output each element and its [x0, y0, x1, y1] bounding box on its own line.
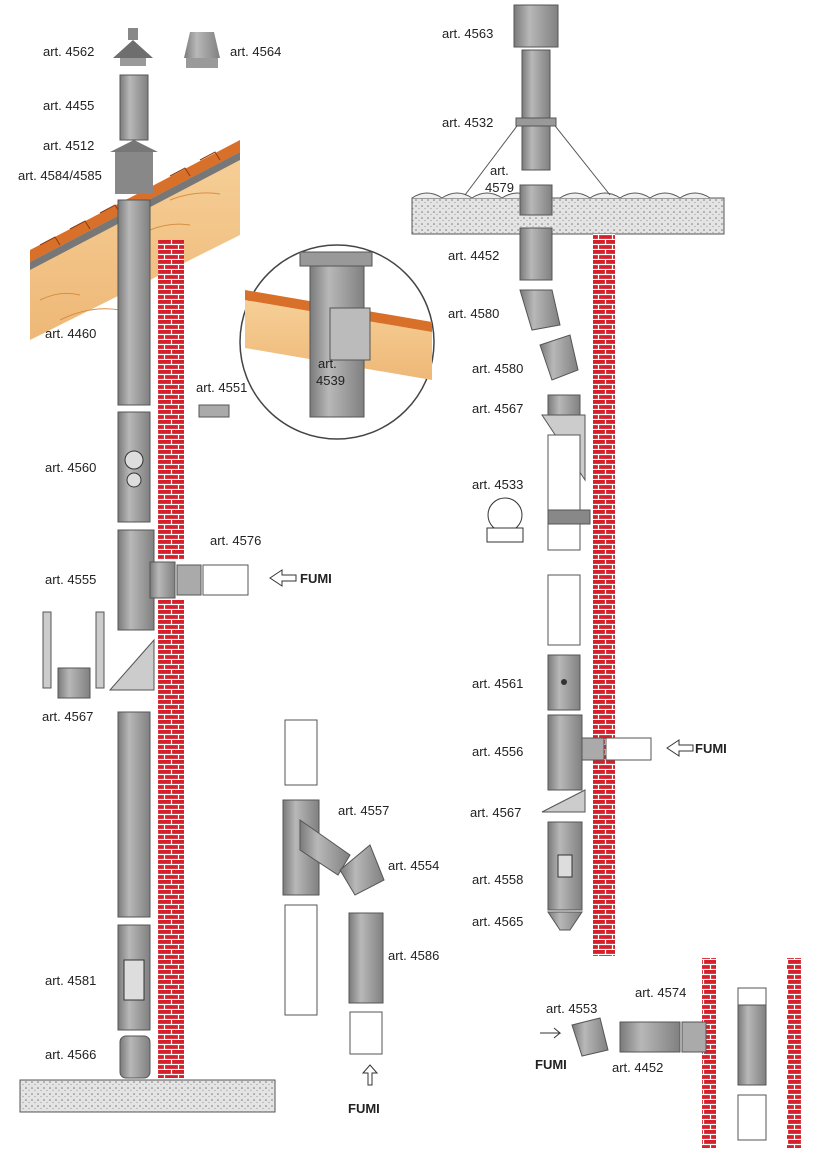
- label-4539-a: art.: [318, 356, 337, 371]
- offset-assembly: [282, 719, 385, 1086]
- cap-4563: [513, 4, 559, 48]
- label-4562: art. 4562: [43, 44, 94, 59]
- label-4554: art. 4554: [388, 858, 439, 873]
- label-4579-b: 4579: [485, 180, 514, 195]
- pipe-4532: [521, 49, 551, 171]
- label-4452-bot: art. 4452: [612, 1060, 663, 1075]
- label-4551: art. 4551: [196, 380, 247, 395]
- label-4565: art. 4565: [472, 914, 523, 929]
- piece-4551: [198, 404, 230, 418]
- label-4533: art. 4533: [472, 477, 523, 492]
- label-fumi-2: FUMI: [695, 741, 727, 756]
- label-4586: art. 4586: [388, 948, 439, 963]
- bracket-4567-left: [108, 638, 155, 691]
- label-4560: art. 4560: [45, 460, 96, 475]
- sleeve-4579: [519, 184, 553, 216]
- label-4452-top: art. 4452: [448, 248, 499, 263]
- label-fumi-4: FUMI: [535, 1057, 567, 1072]
- arrow-fumi-1: [269, 569, 297, 587]
- label-4576: art. 4576: [210, 533, 261, 548]
- label-fumi-1: FUMI: [300, 571, 332, 586]
- drain-4566: [119, 1035, 151, 1079]
- pipe-4460: [117, 199, 151, 406]
- pipe-lower: [117, 711, 151, 918]
- label-4539-b: 4539: [316, 373, 345, 388]
- label-4567-left: art. 4567: [42, 709, 93, 724]
- label-4455: art. 4455: [43, 98, 94, 113]
- label-4584: art. 4584/4585: [18, 168, 102, 183]
- bottom-right-assembly: [571, 958, 801, 1148]
- clamp-4533: [547, 509, 591, 525]
- label-4581: art. 4581: [45, 973, 96, 988]
- label-4557: art. 4557: [338, 803, 389, 818]
- arrow-fumi-2: [666, 739, 694, 757]
- right-ceiling: [411, 197, 725, 235]
- label-4460: art. 4460: [45, 326, 96, 341]
- tee-4555: [117, 529, 155, 631]
- label-4563: art. 4563: [442, 26, 493, 41]
- pipe-4452-top: [519, 227, 553, 281]
- label-4567-r2: art. 4567: [470, 805, 521, 820]
- label-4566: art. 4566: [45, 1047, 96, 1062]
- right-brick-wall: [593, 234, 615, 956]
- pipe-4560: [117, 411, 151, 523]
- drain-4565: [547, 911, 583, 931]
- flashing-4512: [110, 140, 158, 152]
- label-4574: art. 4574: [635, 985, 686, 1000]
- arrow-fumi-4: [540, 1027, 562, 1039]
- label-4567-r1: art. 4567: [472, 401, 523, 416]
- elbow-4580-b: [539, 334, 579, 381]
- label-4532: art. 4532: [442, 115, 493, 130]
- label-4555: art. 4555: [45, 572, 96, 587]
- label-4580-a: art. 4580: [448, 306, 499, 321]
- label-fumi-3: FUMI: [348, 1101, 380, 1116]
- label-4561: art. 4561: [472, 676, 523, 691]
- label-4553: art. 4553: [546, 1001, 597, 1016]
- label-4579-a: art.: [490, 163, 509, 178]
- flashing-4584: [115, 152, 153, 194]
- wall-bracket-icon: [42, 611, 105, 699]
- left-floor: [19, 1079, 276, 1113]
- clamp-icon: [486, 497, 524, 543]
- left-brick-wall-lower: [158, 600, 184, 1078]
- label-4580-b: art. 4580: [472, 361, 523, 376]
- label-4564: art. 4564: [230, 44, 281, 59]
- tee-4556: [547, 714, 583, 791]
- label-4556: art. 4556: [472, 744, 523, 759]
- cap-4562-icon: [113, 28, 153, 66]
- detail-circle-4539: [239, 244, 435, 440]
- inspection-icon: [124, 450, 144, 470]
- elbow-4580-a: [519, 289, 561, 331]
- cap-4564-icon: [184, 32, 220, 68]
- adapter-4576: [176, 564, 202, 596]
- label-4512: art. 4512: [43, 138, 94, 153]
- label-4558: art. 4558: [472, 872, 523, 887]
- pipe-4455: [119, 74, 149, 141]
- bracket-4567-r2: [541, 789, 586, 813]
- left-brick-wall-upper: [158, 240, 184, 560]
